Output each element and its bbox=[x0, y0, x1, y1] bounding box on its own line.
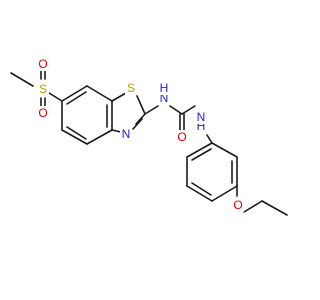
atom-background bbox=[158, 81, 170, 95]
bond bbox=[181, 105, 196, 115]
atom-background bbox=[37, 57, 49, 71]
atom-background bbox=[176, 130, 188, 144]
bond bbox=[66, 91, 87, 105]
atom-n-label: H bbox=[197, 119, 206, 133]
bond bbox=[211, 185, 238, 202]
bond bbox=[206, 134, 213, 144]
bond bbox=[132, 118, 143, 130]
bond bbox=[191, 148, 212, 161]
bond bbox=[261, 200, 288, 216]
bond bbox=[86, 85, 113, 102]
bond bbox=[10, 72, 34, 87]
atom-s-label: S bbox=[39, 82, 47, 96]
bond bbox=[48, 92, 63, 102]
atom-o-label: O bbox=[38, 106, 47, 120]
bond bbox=[144, 105, 159, 115]
atom-n-label: N bbox=[197, 110, 206, 124]
atom-background bbox=[195, 110, 207, 124]
atom-o-label: O bbox=[233, 198, 242, 212]
atom-n-label: N bbox=[160, 91, 169, 105]
atom-n-label: N bbox=[122, 127, 131, 141]
atom-background bbox=[37, 82, 49, 96]
bond bbox=[191, 182, 212, 196]
bond bbox=[169, 105, 183, 115]
bond bbox=[61, 85, 88, 102]
atom-n-label: H bbox=[160, 81, 169, 95]
atom-background bbox=[125, 81, 137, 95]
bond bbox=[211, 142, 238, 158]
bond bbox=[61, 129, 88, 145]
bond bbox=[186, 142, 213, 158]
bond-lines bbox=[10, 69, 288, 216]
atom-o-label: O bbox=[38, 57, 47, 71]
atom-o-label: O bbox=[177, 130, 186, 144]
bond bbox=[135, 113, 146, 125]
bond bbox=[66, 126, 87, 140]
bond bbox=[136, 95, 146, 115]
atom-s-label: S bbox=[127, 81, 135, 95]
atom-background bbox=[37, 106, 49, 120]
bond bbox=[111, 129, 122, 133]
bond bbox=[86, 129, 113, 145]
bond bbox=[186, 185, 213, 202]
atom-background bbox=[120, 127, 132, 141]
bond bbox=[243, 200, 263, 213]
bond bbox=[111, 92, 127, 102]
atom-background bbox=[232, 198, 244, 212]
